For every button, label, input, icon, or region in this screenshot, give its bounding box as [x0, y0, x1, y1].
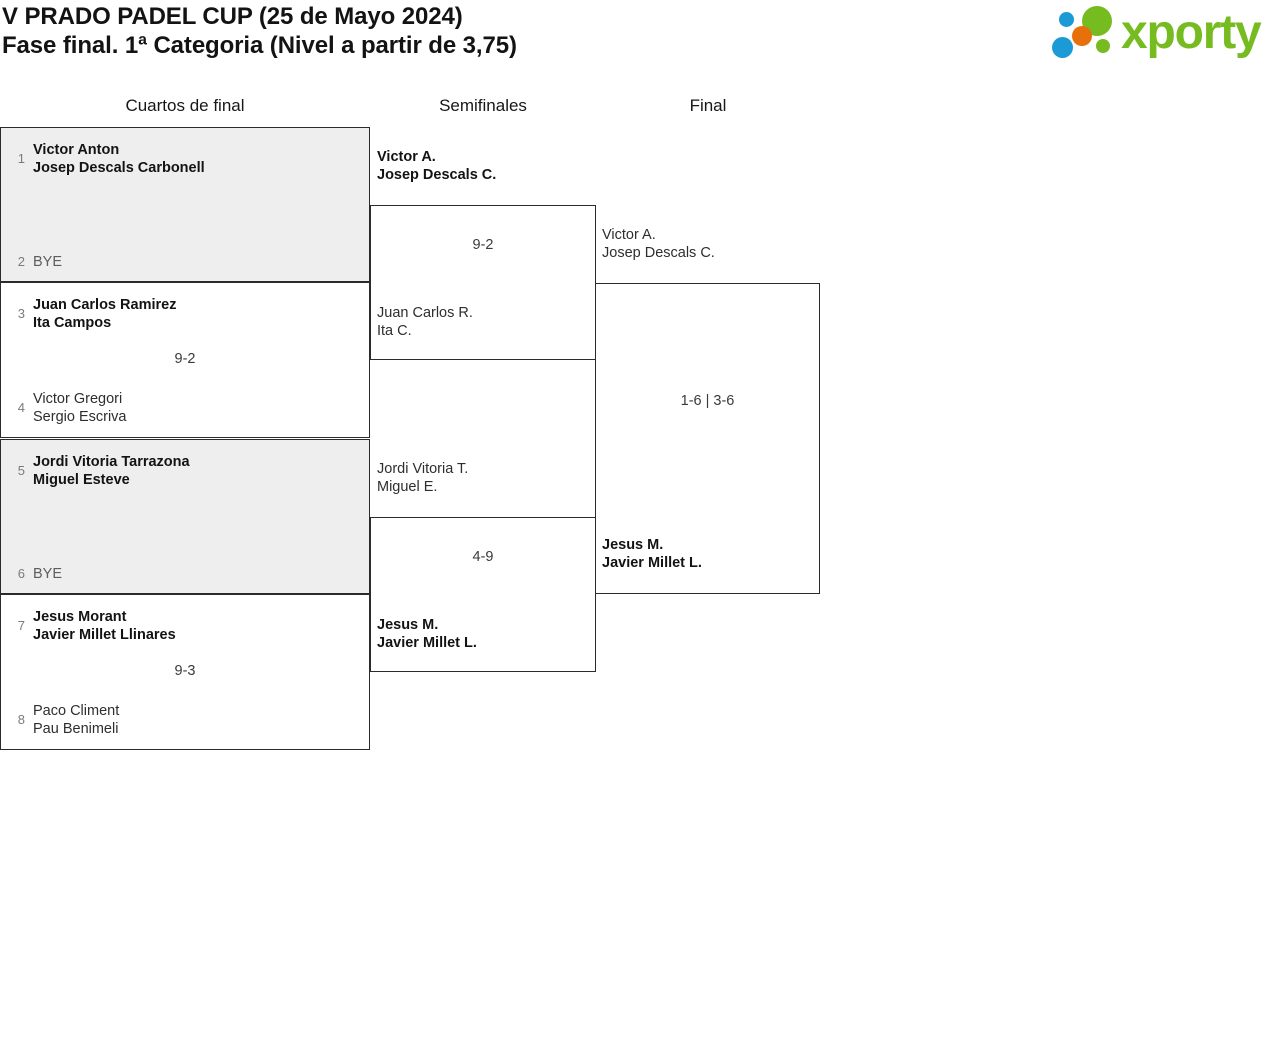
- round-header-final: Final: [689, 96, 727, 115]
- match-final-score: 1-6 | 3-6: [680, 393, 735, 409]
- round-header-quarterfinals: Cuartos de final: [125, 96, 245, 115]
- match-qf2-score: 9-2: [174, 351, 196, 367]
- match-final-players-top[interactable]: Victor A. Josep Descals C.: [602, 227, 715, 261]
- logo-dots-icon: [1047, 4, 1123, 62]
- match-qf2-players-bottom: Victor Gregori Sergio Escriva: [33, 391, 127, 425]
- match-qf4-team-bottom[interactable]: 8 Paco Climent Pau Benimeli: [1, 700, 369, 740]
- xporty-logo[interactable]: xporty: [1047, 4, 1275, 62]
- match-qf1-players-top: Victor Anton Josep Descals Carbonell: [33, 142, 205, 176]
- logo-wordmark: xporty: [1121, 6, 1262, 59]
- match-qf4-score: 9-3: [174, 663, 196, 679]
- match-qf2-team-bottom[interactable]: 4 Victor Gregori Sergio Escriva: [1, 388, 369, 428]
- match-qf1-seed-top: 1: [17, 151, 25, 166]
- match-qf3-team-top[interactable]: 5 Jordi Vitoria Tarrazona Miguel Esteve: [1, 451, 369, 491]
- match-qf4[interactable]: 7 Jesus Morant Javier Millet Llinares 9-…: [0, 594, 370, 750]
- round-header-semifinals: Semifinales: [439, 96, 527, 115]
- match-qf1-seed-bottom: 2: [17, 254, 25, 269]
- match-sf1-players-bottom[interactable]: Juan Carlos R. Ita C.: [377, 305, 473, 339]
- match-sf1[interactable]: 9-2: [370, 205, 596, 360]
- match-sf2-players-bottom[interactable]: Jesus M. Javier Millet L.: [377, 617, 477, 651]
- match-qf2-players-top: Juan Carlos Ramirez Ita Campos: [33, 297, 177, 331]
- logo-dot-blue-large: [1052, 37, 1073, 58]
- match-final[interactable]: 1-6 | 3-6: [595, 283, 820, 594]
- logo-dot-green-small: [1096, 39, 1110, 53]
- tournament-title-line-2: Fase final. 1ª Categoria (Nivel a partir…: [2, 32, 517, 59]
- match-qf1[interactable]: 1 Victor Anton Josep Descals Carbonell 2…: [0, 127, 370, 282]
- match-qf4-seed-top: 7: [17, 618, 25, 633]
- match-sf2-players-top[interactable]: Jordi Vitoria T. Miguel E.: [377, 461, 469, 495]
- match-final-players-bottom[interactable]: Jesus M. Javier Millet L.: [602, 537, 702, 571]
- match-qf2-seed-bottom: 4: [17, 400, 25, 415]
- match-sf2[interactable]: 4-9: [370, 517, 596, 672]
- match-qf3-team-bottom[interactable]: 6 BYE: [1, 564, 369, 584]
- match-qf4-team-top[interactable]: 7 Jesus Morant Javier Millet Llinares: [1, 606, 369, 646]
- tournament-title-line-1: V PRADO PADEL CUP (25 de Mayo 2024): [2, 3, 463, 30]
- logo-dot-blue-small: [1059, 12, 1074, 27]
- match-sf1-score: 9-2: [472, 237, 494, 253]
- match-qf2-seed-top: 3: [17, 306, 25, 321]
- match-qf1-players-bottom: BYE: [33, 254, 63, 270]
- match-qf3-players-bottom: BYE: [33, 566, 63, 582]
- match-qf3-seed-bottom: 6: [17, 566, 25, 581]
- match-qf3-seed-top: 5: [17, 463, 25, 478]
- match-sf1-players-top[interactable]: Victor A. Josep Descals C.: [377, 149, 497, 183]
- match-qf2-team-top[interactable]: 3 Juan Carlos Ramirez Ita Campos: [1, 294, 369, 334]
- match-qf4-seed-bottom: 8: [17, 712, 25, 727]
- logo-dot-orange: [1072, 26, 1092, 46]
- match-qf3-players-top: Jordi Vitoria Tarrazona Miguel Esteve: [33, 454, 190, 488]
- match-qf1-team-top[interactable]: 1 Victor Anton Josep Descals Carbonell: [1, 139, 369, 179]
- page-header: V PRADO PADEL CUP (25 de Mayo 2024) Fase…: [0, 0, 1280, 86]
- tournament-title-block: V PRADO PADEL CUP (25 de Mayo 2024) Fase…: [2, 2, 1002, 60]
- match-qf4-players-bottom: Paco Climent Pau Benimeli: [33, 703, 120, 737]
- match-sf2-score: 4-9: [472, 549, 494, 565]
- match-qf2[interactable]: 3 Juan Carlos Ramirez Ita Campos 9-2 4 V…: [0, 282, 370, 438]
- match-qf3[interactable]: 5 Jordi Vitoria Tarrazona Miguel Esteve …: [0, 439, 370, 594]
- match-qf1-team-bottom[interactable]: 2 BYE: [1, 252, 369, 272]
- match-qf4-players-top: Jesus Morant Javier Millet Llinares: [33, 609, 176, 643]
- tournament-bracket: Cuartos de final Semifinales Final 1 Vic…: [0, 86, 1280, 786]
